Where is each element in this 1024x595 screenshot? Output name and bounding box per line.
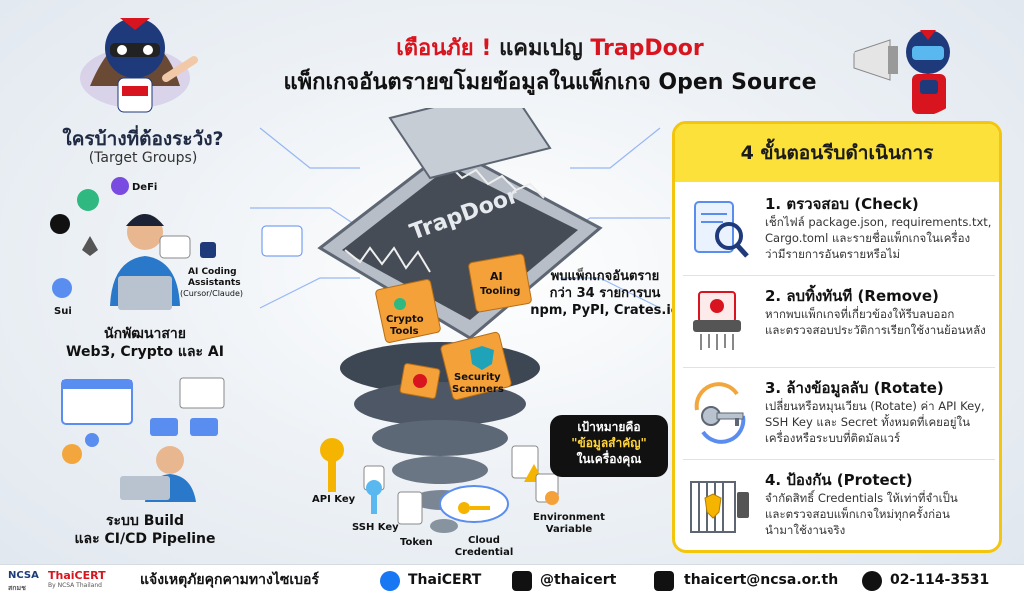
phone-link[interactable]: 02-114-3531 <box>890 572 990 588</box>
thaicert-logo: ThaiCERT By NCSA Thailand <box>48 569 106 589</box>
step-desc: เปลี่ยนหรือหมุนเวียน (Rotate) ค่า API Ke… <box>765 399 985 445</box>
email-link[interactable]: thaicert@ncsa.or.th <box>684 572 839 588</box>
code-tag-icon <box>261 225 303 257</box>
warning-badge-icon <box>413 374 427 388</box>
step-title: 4. ป้องกัน (Protect) <box>765 471 913 489</box>
ai-assist-line1: AI Coding <box>188 267 237 277</box>
package-box-ai-tooling: AI Tooling <box>468 253 532 313</box>
title-campaign: แคมเปญ <box>499 36 583 61</box>
package-box-security-scanners: Security Scanners <box>440 331 512 401</box>
document-icon <box>179 377 225 409</box>
page-title-line-2: แพ็กเกจอันตรายขโมยข้อมูลในแพ็กเกจ Open S… <box>283 70 817 95</box>
ethereum-icon <box>82 236 98 256</box>
cloud-credential-label: Cloud Credential <box>454 535 514 558</box>
step-desc: จำกัดสิทธิ์ Credentials ให้เท่าที่จำเป็น… <box>765 491 958 537</box>
email-icon <box>654 571 674 591</box>
footer-contact-bar: NCSA สกมช ThaiCERT By NCSA Thailand แจ้ง… <box>0 564 1024 595</box>
ai-assistant-icon <box>200 242 216 258</box>
title-alert: เตือนภัย ! <box>396 36 492 61</box>
step-protect: 4. ป้องกัน (Protect) จำกัดสิทธิ์ Credent… <box>683 464 995 550</box>
page-title-line-1: เตือนภัย ! แคมเปญ TrapDoor <box>340 30 760 65</box>
gear-icon <box>62 444 82 464</box>
ci-cd-illustration <box>61 377 225 502</box>
trapdoor-trap-icon: TrapDoor <box>317 108 603 340</box>
svg-text:Tooling: Tooling <box>480 286 520 297</box>
mascot-girl-icon <box>80 18 198 113</box>
shredder-skull-icon <box>693 291 741 350</box>
report-threat-text: แจ้งเหตุภัยคุกคามทางไซเบอร์ <box>140 572 319 588</box>
sui-label: Sui <box>54 306 72 317</box>
pipeline-step-icon <box>150 418 178 436</box>
defi-icon <box>111 177 129 195</box>
environment-variable-label: Environment Variable <box>533 512 605 535</box>
step-title: 3. ล้างข้อมูลลับ (Rotate) <box>765 379 944 397</box>
environment-variable-icon <box>511 445 559 505</box>
ncsa-logo: NCSA สกมช <box>8 570 39 593</box>
action-steps-panel: 4 ขั้นตอนรีบดำเนินการ 1. ตรวจสอบ (Check)… <box>672 121 1002 553</box>
gear-small-icon <box>85 433 99 447</box>
token-document-icon <box>397 491 423 525</box>
phone-icon <box>862 571 882 591</box>
step-title: 2. ลบทิ้งทันที (Remove) <box>765 287 939 305</box>
svg-text:Security: Security <box>454 372 501 383</box>
title-trapdoor: TrapDoor <box>590 36 704 61</box>
action-steps-heading: 4 ขั้นตอนรีบดำเนินการ <box>675 124 999 182</box>
defi-label: DeFi <box>132 182 157 193</box>
step-desc: เช็กไฟล์ package.json, requirements.txt,… <box>765 215 992 261</box>
line-link[interactable]: @thaicert <box>540 572 617 588</box>
green-coin-icon <box>77 189 99 211</box>
step-title: 1. ตรวจสอบ (Check) <box>765 195 919 213</box>
step-remove: 2. ลบทิ้งทันที (Remove) หากพบแพ็กเกจที่เ… <box>683 280 995 368</box>
step-rotate: 3. ล้างข้อมูลลับ (Rotate) เปลี่ยนหรือหมุ… <box>683 372 995 460</box>
cloud-credential-icon <box>439 485 509 523</box>
token-label: Token <box>400 537 433 548</box>
api-key-icon <box>320 438 344 492</box>
ci-cd-label: ระบบ Build และ CI/CD Pipeline <box>74 513 216 547</box>
step-desc: หากพบแพ็กเกจที่เกี่ยวข้องให้รีบลบออก และ… <box>765 307 986 337</box>
key-rotate-icon <box>694 382 746 444</box>
target-groups-heading: ใครบ้างที่ต้องระวัง? <box>62 128 224 150</box>
mascot-megaphone-icon <box>853 30 950 114</box>
svg-text:Crypto: Crypto <box>386 314 424 325</box>
chat-bubble-icon <box>159 235 191 259</box>
found-packages-text: พบแพ็กเกจอันตราย กว่า 34 รายการบน npm, P… <box>530 269 680 318</box>
ssh-key-label: SSH Key <box>352 522 399 533</box>
line-icon <box>512 571 532 591</box>
facebook-link[interactable]: ThaiCERT <box>408 572 482 588</box>
svg-text:Tools: Tools <box>390 326 419 337</box>
magnifier-document-icon <box>694 201 749 258</box>
package-box-crypto-tools: Crypto Tools <box>375 279 441 343</box>
sui-icon <box>52 278 72 298</box>
solana-icon <box>50 214 70 234</box>
trapdoor-illustration: TrapDoor AI Tooling Crypto Tools Securit… <box>250 108 670 533</box>
developer-illustration: DeFi Sui AI Coding Assistants (Cursor/Cl… <box>50 177 243 317</box>
facebook-icon <box>380 571 400 591</box>
target-data-bubble: เป้าหมายคือ "ข้อมูลสำคัญ" ในเครื่องคุณ <box>550 415 668 477</box>
svg-text:Scanners: Scanners <box>452 384 504 395</box>
developers-label: นักพัฒนาสาย Web3, Crypto และ AI <box>66 326 224 360</box>
ai-assist-line2: Assistants <box>188 278 241 288</box>
ai-assist-line3: (Cursor/Claude) <box>180 289 243 298</box>
ssh-key-icon <box>363 465 385 514</box>
pipeline-step-icon <box>190 418 218 436</box>
api-key-label: API Key <box>312 494 356 505</box>
circuit-lines <box>250 127 670 309</box>
laptop-icon <box>120 476 170 500</box>
svg-text:AI: AI <box>490 270 503 283</box>
step-check: 1. ตรวจสอบ (Check) เช็กไฟล์ package.json… <box>683 188 995 276</box>
gate-shield-icon <box>690 481 749 533</box>
target-groups-subheading: (Target Groups) <box>88 150 198 166</box>
